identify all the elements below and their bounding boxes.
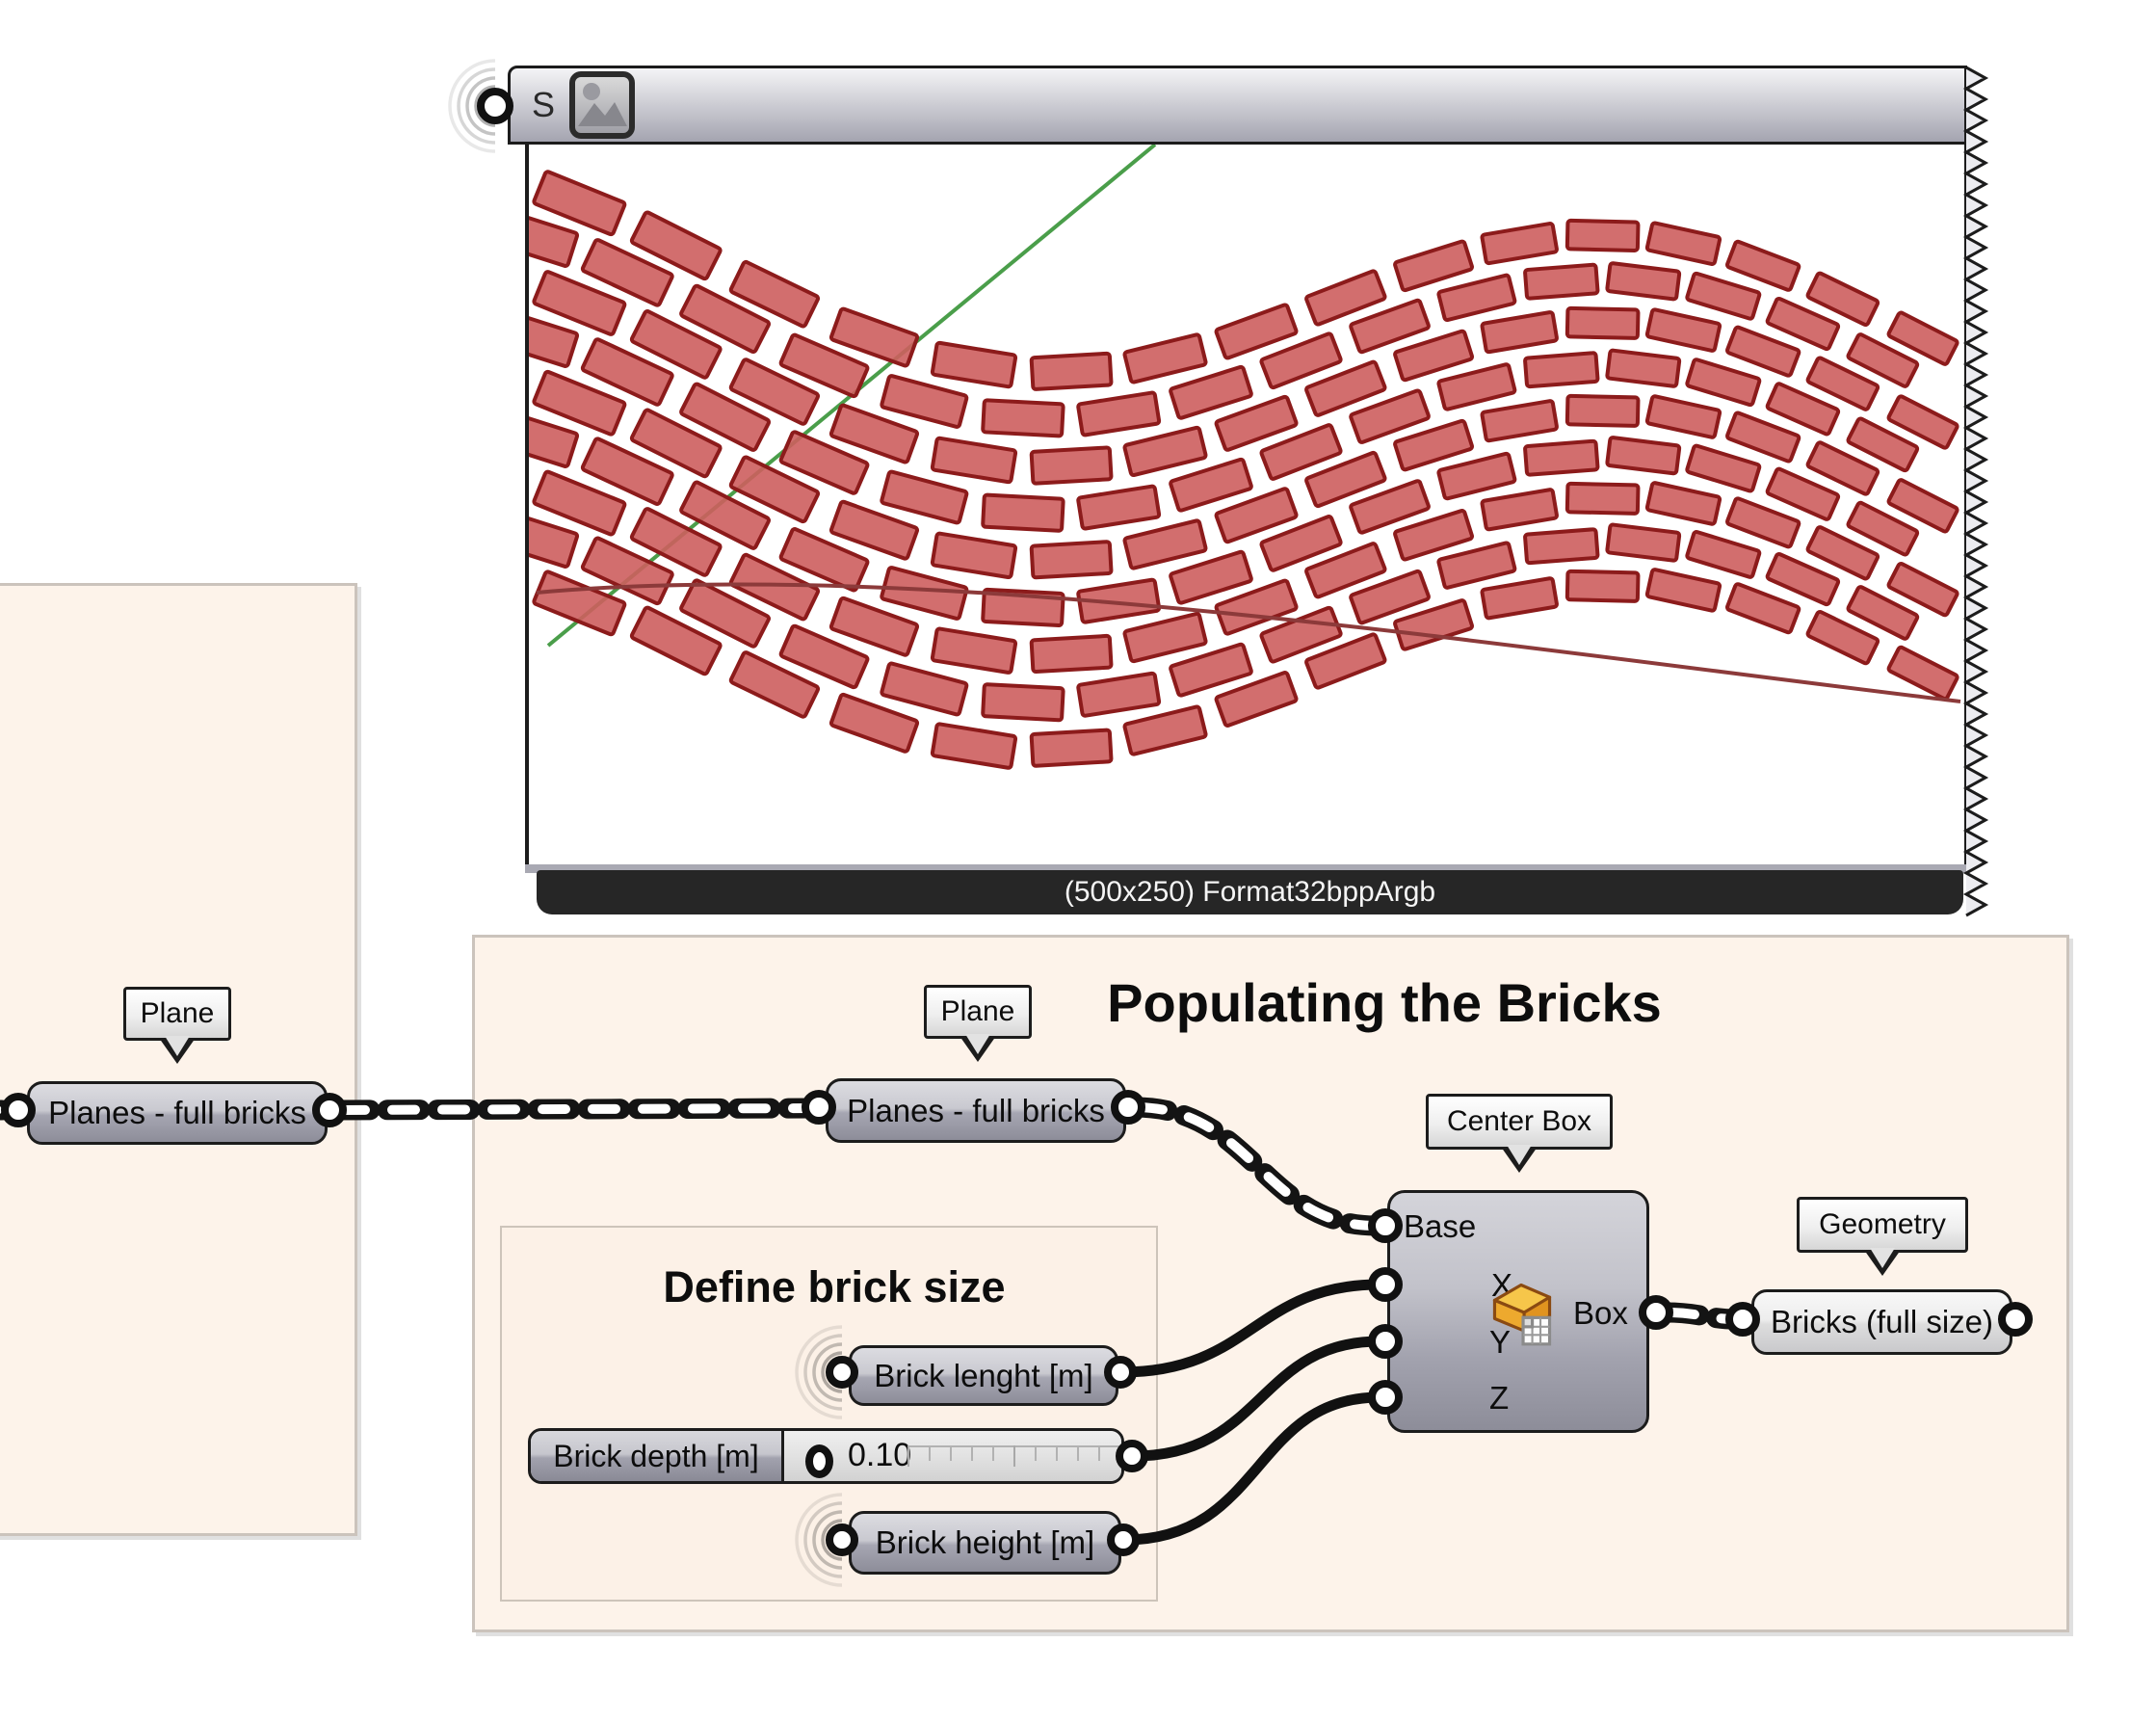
slider-brick-depth[interactable]: Brick depth [m] 0.10 [528,1428,1124,1484]
tag-geometry[interactable]: Geometry [1797,1197,1968,1253]
param-label: Bricks (full size) [1770,1304,1994,1339]
tag-plane-main[interactable]: Plane [924,985,1032,1039]
slider-track[interactable]: 0.10 [784,1431,1121,1481]
image-input-label: S [532,85,556,124]
tag-plane-main-label: Plane [940,995,1015,1027]
tag-plane-left[interactable]: Plane [123,987,231,1041]
param-planes-full-bricks-left[interactable]: Planes - full bricks [27,1081,328,1145]
image-preview-header[interactable]: S [508,66,1967,145]
group-title-populating: Populating the Bricks [1107,972,1662,1033]
param-label: Planes - full bricks [48,1095,306,1130]
param-label: Brick height [m] [875,1524,1095,1560]
image-preview-area[interactable] [484,143,1967,864]
param-brick-height[interactable]: Brick height [m] [849,1511,1121,1575]
param-brick-length[interactable]: Brick lenght [m] [849,1345,1118,1406]
component-center-box[interactable]: Base X Y Z Box [1387,1190,1649,1433]
group-title-brick-size: Define brick size [663,1262,1006,1311]
param-bricks-full-size[interactable]: Bricks (full size) [1751,1289,2012,1355]
tag-center-box[interactable]: Center Box [1426,1094,1613,1150]
brick-wall-render [484,143,1961,770]
slider-label: Brick depth [m] [531,1431,784,1481]
image-caption: (500x250) Format32bppArgb [537,870,1963,914]
image-icon [568,70,636,140]
tag-plane-left-label: Plane [140,997,215,1029]
input-label-base: Base [1404,1208,1477,1244]
input-label-y: Y [1489,1324,1512,1360]
jagged-edge [1962,66,1989,917]
param-planes-full-bricks-main[interactable]: Planes - full bricks [826,1078,1126,1143]
param-label: Planes - full bricks [847,1092,1105,1128]
port-image-s-input[interactable] [477,88,513,124]
slider-value: 0.10 [848,1437,912,1473]
input-label-z: Z [1489,1380,1510,1416]
image-caption-text: (500x250) Format32bppArgb [1064,876,1436,908]
slider-ticks-major [907,1445,1121,1467]
tag-center-box-label: Center Box [1446,1105,1592,1137]
image-preview-divider [525,864,1967,873]
tag-geometry-label: Geometry [1819,1208,1946,1240]
slider-knob[interactable] [805,1444,833,1478]
param-label: Brick lenght [m] [874,1357,1093,1393]
output-label-box: Box [1573,1295,1628,1331]
base-curve-line [536,582,1961,703]
box-icon [1486,1276,1558,1355]
